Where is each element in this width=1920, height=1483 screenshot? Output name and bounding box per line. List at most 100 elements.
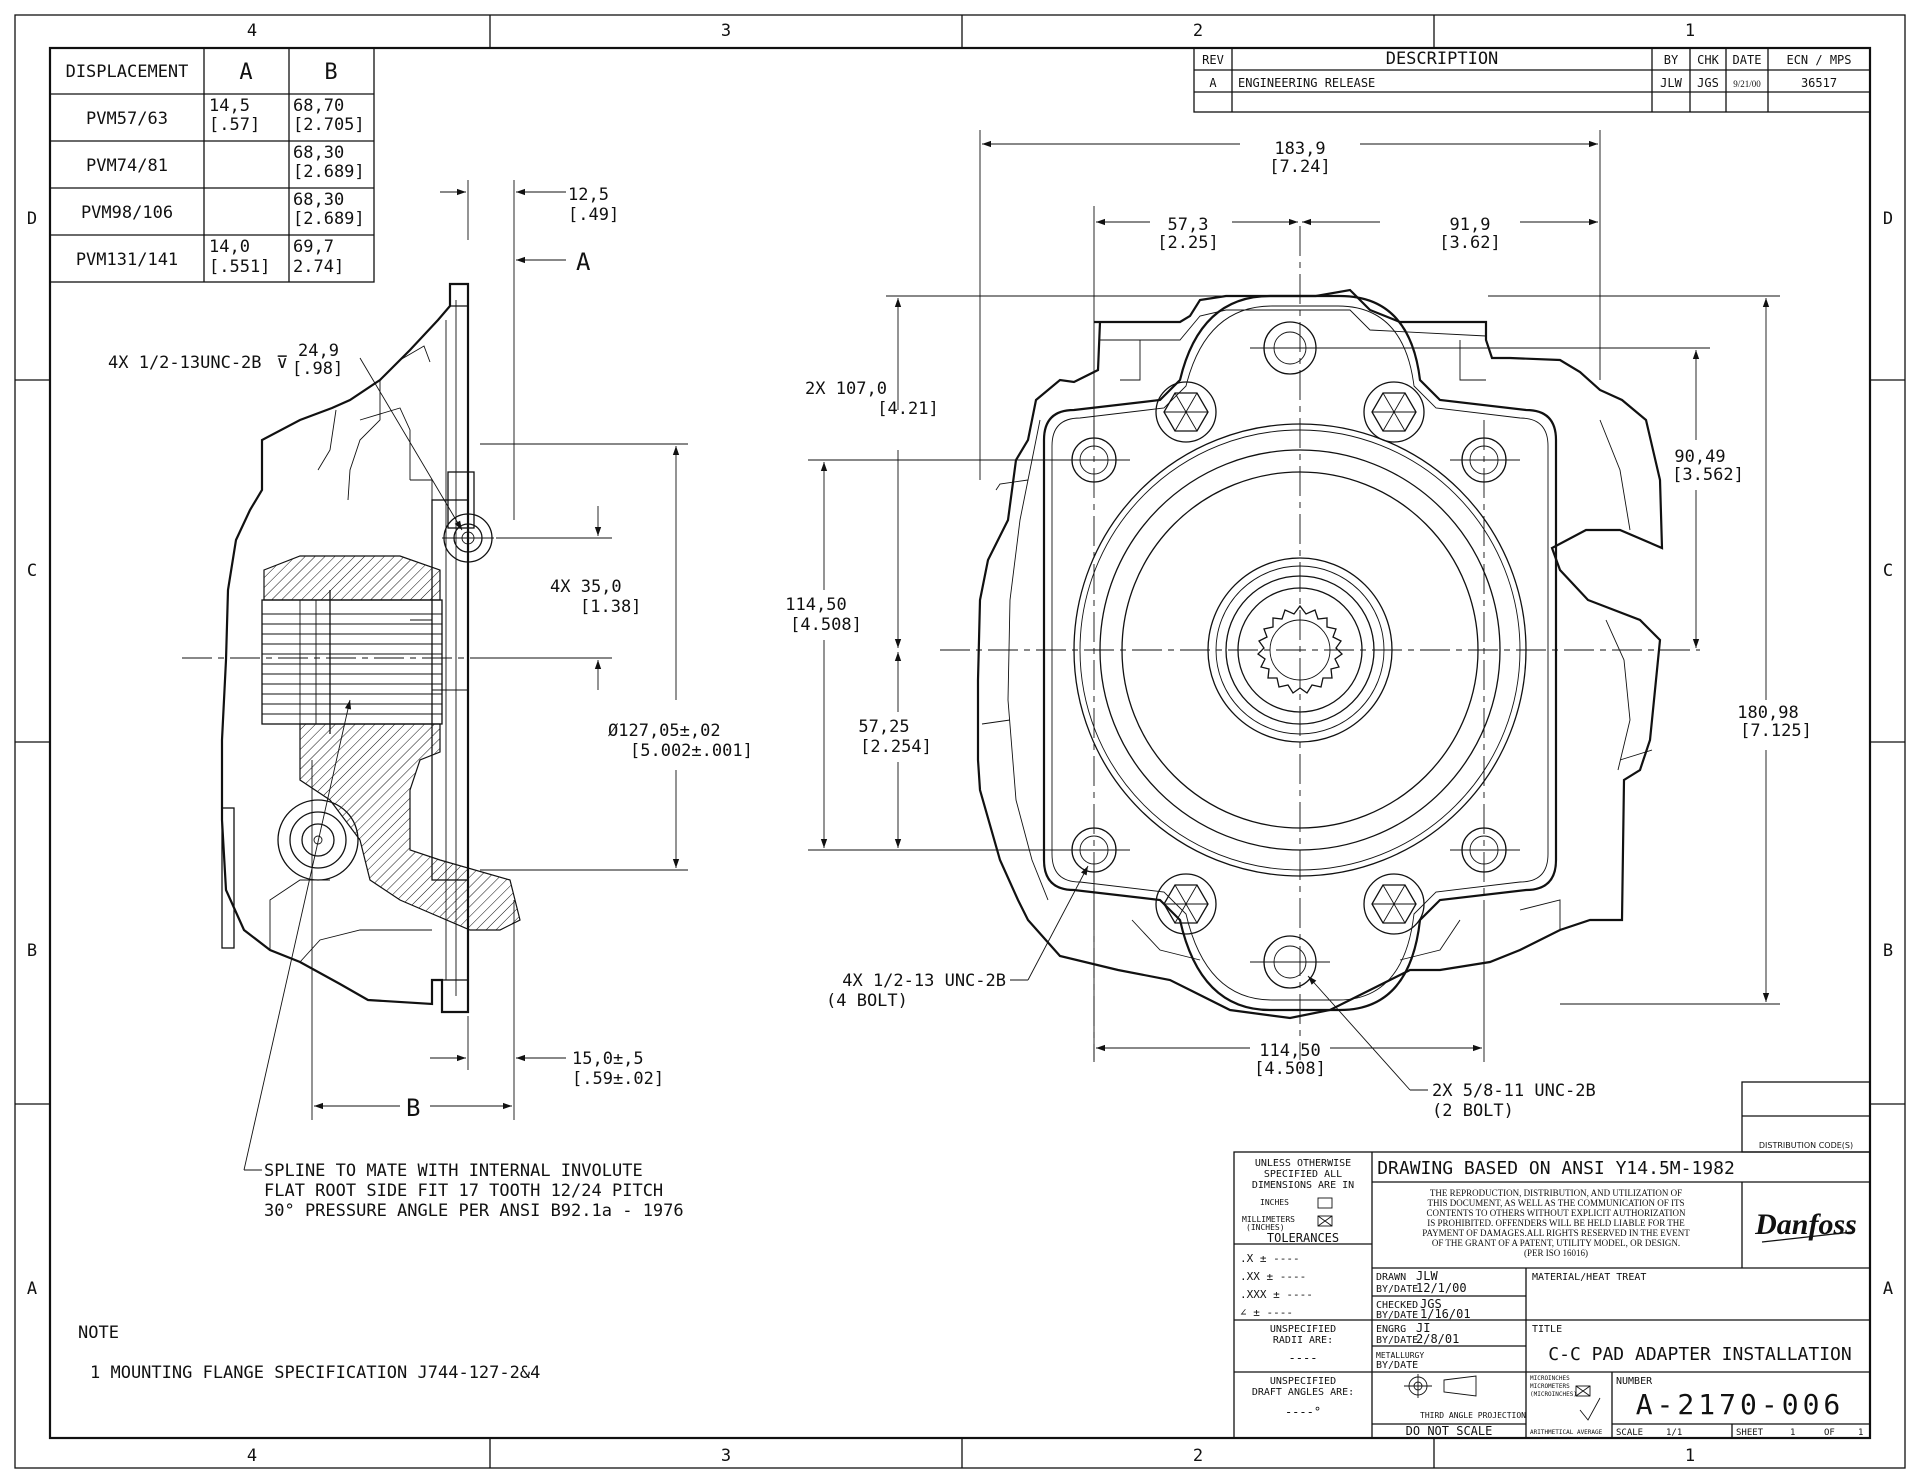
zone-row-d-left: D	[27, 209, 37, 229]
dim-label-a: A	[576, 248, 591, 276]
zone-row-a-left: A	[27, 1279, 37, 1299]
dim-114-horizontal-inch: [4.508]	[1254, 1059, 1326, 1079]
dim-57-3-inch: [2.25]	[1157, 233, 1218, 253]
dia-127-inch: [5.002±.001]	[630, 741, 753, 761]
scale-value: 1/1	[1666, 1428, 1682, 1438]
table-row: PVM98/106 68,30 [2.689]	[81, 190, 365, 229]
svg-text:68,30: 68,30	[293, 143, 344, 163]
zone-row-b-left: B	[27, 941, 37, 961]
description-header: DESCRIPTION	[1386, 49, 1499, 69]
date-value: 9/21/00	[1733, 79, 1761, 89]
svg-text:[.551]: [.551]	[209, 257, 270, 277]
of-value: 1	[1858, 1428, 1863, 1438]
zone-col-3-bottom: 3	[721, 1446, 731, 1466]
danfoss-logo: Danfoss	[1754, 1208, 1857, 1241]
dim-15: 15,0±,5	[572, 1049, 644, 1069]
hex-bolt-head	[1363, 381, 1425, 443]
table-row: PVM57/63 14,5 [.57] 68,70 [2.705]	[86, 96, 365, 135]
col-b-header: B	[324, 60, 337, 85]
scale-label: SCALE	[1616, 1428, 1643, 1438]
side-section-view	[182, 282, 560, 1014]
zone-row-d-right: D	[1883, 209, 1893, 229]
radii-label-1: UNSPECIFIED	[1270, 1324, 1336, 1335]
tol-row-2: .XX ± ----	[1240, 1270, 1306, 1283]
svg-text:PAYMENT OF DAMAGES.ALL RIGHTS: PAYMENT OF DAMAGES.ALL RIGHTS RESERVED I…	[1422, 1228, 1690, 1238]
dim-57-25-inch: [2.254]	[860, 737, 932, 757]
unless-line-1: UNLESS OTHERWISE	[1255, 1158, 1351, 1169]
thread-callout: 4X 1/2-13UNC-2B	[108, 353, 262, 373]
radii-label-2: RADII ARE:	[1273, 1335, 1333, 1346]
zone-col-1-top: 1	[1685, 21, 1695, 41]
engrg-label: ENGRG	[1376, 1324, 1406, 1335]
radii-value: ----	[1289, 1351, 1318, 1365]
zone-col-2-top: 2	[1193, 21, 1203, 41]
description-value: ENGINEERING RELEASE	[1238, 76, 1375, 90]
title-block: DISTRIBUTION CODE(S) UNLESS OTHERWISE SP…	[1233, 1081, 1871, 1439]
dim-90-49-inch: [3.562]	[1672, 465, 1744, 485]
svg-text:PVM74/81: PVM74/81	[86, 156, 168, 176]
unless-line-3: DIMENSIONS ARE IN	[1252, 1180, 1354, 1191]
svg-text:[2.689]: [2.689]	[293, 209, 365, 229]
sheet-label: SHEET	[1736, 1428, 1764, 1438]
arithmetical-average-label: ARITHMETICAL AVERAGE	[1530, 1429, 1603, 1436]
rev-header: REV	[1202, 53, 1224, 67]
tol-row-1: .X ± ----	[1240, 1252, 1300, 1265]
zone-col-3-top: 3	[721, 21, 731, 41]
millimeters-checkbox	[1317, 1215, 1333, 1227]
displacement-table: DISPLACEMENT A B PVM57/63 14,5 [.57] 68,…	[49, 47, 375, 283]
date-header: DATE	[1733, 53, 1762, 67]
svg-text:[2.689]: [2.689]	[293, 162, 365, 182]
svg-text:PVM98/106: PVM98/106	[81, 203, 173, 223]
third-angle-label: THIRD ANGLE PROJECTION	[1420, 1411, 1526, 1420]
depth-symbol: ⊽	[276, 353, 288, 373]
microinches-label: MICROINCHES	[1530, 1375, 1570, 1382]
dim-183-9: 183,9	[1274, 139, 1325, 159]
draft-label-1: UNSPECIFIED	[1270, 1376, 1336, 1387]
checked-date: 1/16/01	[1420, 1307, 1471, 1321]
by-header: BY	[1664, 53, 1679, 67]
tolerances-label: TOLERANCES	[1267, 1231, 1339, 1245]
zone-col-1-bottom: 1	[1685, 1446, 1695, 1466]
engrg-date-label: BY/DATE	[1376, 1335, 1418, 1346]
dia-127: Ø127,05±,02	[608, 721, 721, 741]
tol-row-3: .XXX ± ----	[1240, 1288, 1313, 1301]
metallurgy-date-label: BY/DATE	[1376, 1360, 1418, 1371]
legal-notice: THE REPRODUCTION, DISTRIBUTION, AND UTIL…	[1422, 1188, 1690, 1258]
micrometers-checkbox	[1575, 1385, 1591, 1397]
svg-text:PVM131/141: PVM131/141	[76, 250, 178, 270]
drawn-date-label: BY/DATE	[1376, 1284, 1418, 1295]
bolt-4x-count: (4 BOLT)	[826, 991, 908, 1011]
notes: NOTE 1 MOUNTING FLANGE SPECIFICATION J74…	[78, 1323, 540, 1383]
svg-text:2.74]: 2.74]	[293, 257, 344, 277]
thread-depth: 24,9	[298, 341, 339, 361]
dim-107-inch: [4.21]	[877, 399, 938, 419]
millimeters-label: MILLIMETERS	[1242, 1215, 1295, 1224]
dim-label-b: B	[406, 1094, 420, 1122]
dim-180-98: 180,98	[1737, 703, 1798, 723]
spline-note: SPLINE TO MATE WITH INTERNAL INVOLUTE FL…	[264, 1161, 684, 1221]
hex-bolt-head	[1155, 873, 1217, 935]
thread-depth-inch: [.98]	[292, 359, 343, 379]
dim-12-5: 12,5	[568, 185, 609, 205]
checked-label: CHECKED	[1376, 1300, 1418, 1311]
spline-teeth	[262, 590, 442, 734]
third-angle-projection-icon	[1404, 1374, 1477, 1398]
svg-text:68,70: 68,70	[293, 96, 344, 116]
checked-by: JGS	[1420, 1297, 1442, 1311]
inches-paren-label: (INCHES)	[1246, 1223, 1285, 1232]
sheet-value: 1	[1790, 1428, 1795, 1438]
dim-114-horizontal: 114,50	[1259, 1041, 1320, 1061]
unless-line-2: SPECIFIED ALL	[1264, 1169, 1342, 1180]
dim-114-vertical-inch: [4.508]	[790, 615, 862, 635]
zone-row-c-left: C	[27, 561, 37, 581]
displacement-header: DISPLACEMENT	[66, 62, 189, 82]
svg-text:OF THE GRANT OF A PATENT, UTIL: OF THE GRANT OF A PATENT, UTILITY MODEL,…	[1432, 1238, 1680, 1248]
dim-180-98-inch: [7.125]	[1740, 721, 1812, 741]
svg-text:14,5: 14,5	[209, 96, 250, 116]
table-row: PVM131/141 14,0 [.551] 69,7 2.74]	[76, 237, 344, 277]
svg-text:[.57]: [.57]	[209, 115, 260, 135]
ansi-standard: DRAWING BASED ON ANSI Y14.5M-1982	[1377, 1158, 1735, 1179]
zone-col-2-bottom: 2	[1193, 1446, 1203, 1466]
material-label: MATERIAL/HEAT TREAT	[1532, 1272, 1646, 1283]
by-value: JLW	[1660, 76, 1682, 90]
